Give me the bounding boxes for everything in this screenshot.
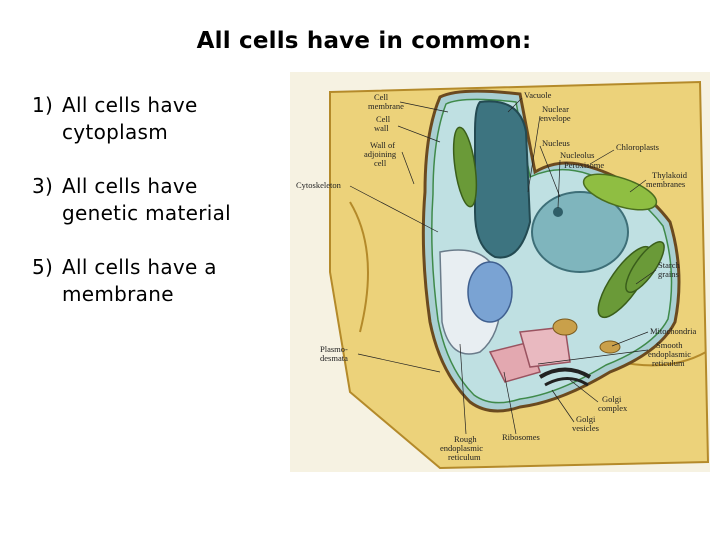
leader-line [551,389,575,423]
mitochondrion [552,318,578,336]
chloroplast [625,241,665,293]
leader-line [635,269,657,285]
vacuole [474,100,532,259]
golgi-complex [538,367,592,379]
label-peroxisome: Peroxisome [564,160,604,170]
leader-line [611,331,649,347]
point-line: All cells have [62,174,198,198]
nucleolus [553,207,563,217]
leader-line [507,97,523,113]
label-nucleolus: Nucleolus [560,150,594,160]
mitochondrion [599,340,621,354]
point-number: 1) [32,93,54,117]
point-line: genetic material [62,201,232,225]
label-mitochondria: Mitochondria [650,326,696,336]
leader-line [537,349,649,365]
golgi-body [467,261,513,323]
leader-line [589,149,615,165]
leader-line [527,115,541,193]
point-genetic-material: 3) All cells have genetic material [32,173,292,227]
leader-line [349,185,439,233]
leader-line [397,125,441,143]
label-ribosomes: Ribosomes [502,432,540,442]
label-plasmodesmata: Plasmo-desmata [320,344,348,363]
label-cytoskeleton: Cytoskeleton [296,180,342,190]
leader-line [401,151,415,185]
label-chloroplasts: Chloroplasts [616,142,659,152]
slide-title: All cells have in common: [196,28,532,54]
leader-line [357,353,441,373]
golgi-complex [544,377,589,387]
chloroplast [582,173,658,211]
point-line: membrane [62,282,174,306]
point-line: All cells have [62,93,198,117]
leader-line [569,379,599,403]
point-line: cytoplasm [62,120,169,144]
leader-line [629,179,647,193]
leader-line [503,371,517,435]
bullet-list: 1) All cells have cytoplasm 3) All cells… [32,92,292,335]
point-cytoplasm: 1) All cells have cytoplasm [32,92,292,146]
label-nucleus: Nucleus [542,138,570,148]
point-number: 3) [32,174,54,198]
adjoining-wall-line [349,201,369,333]
leader-line [557,159,561,209]
point-membrane: 5) All cells have a membrane [32,254,292,308]
leader-line [459,343,467,435]
label-vacuole: Vacuole [524,90,552,100]
leader-line [539,145,561,198]
leader-lines [349,97,657,435]
smooth-er [519,326,571,368]
leader-line [399,101,449,113]
point-number: 5) [32,255,54,279]
chloroplast [452,126,478,208]
point-line: All cells have a [62,255,217,279]
